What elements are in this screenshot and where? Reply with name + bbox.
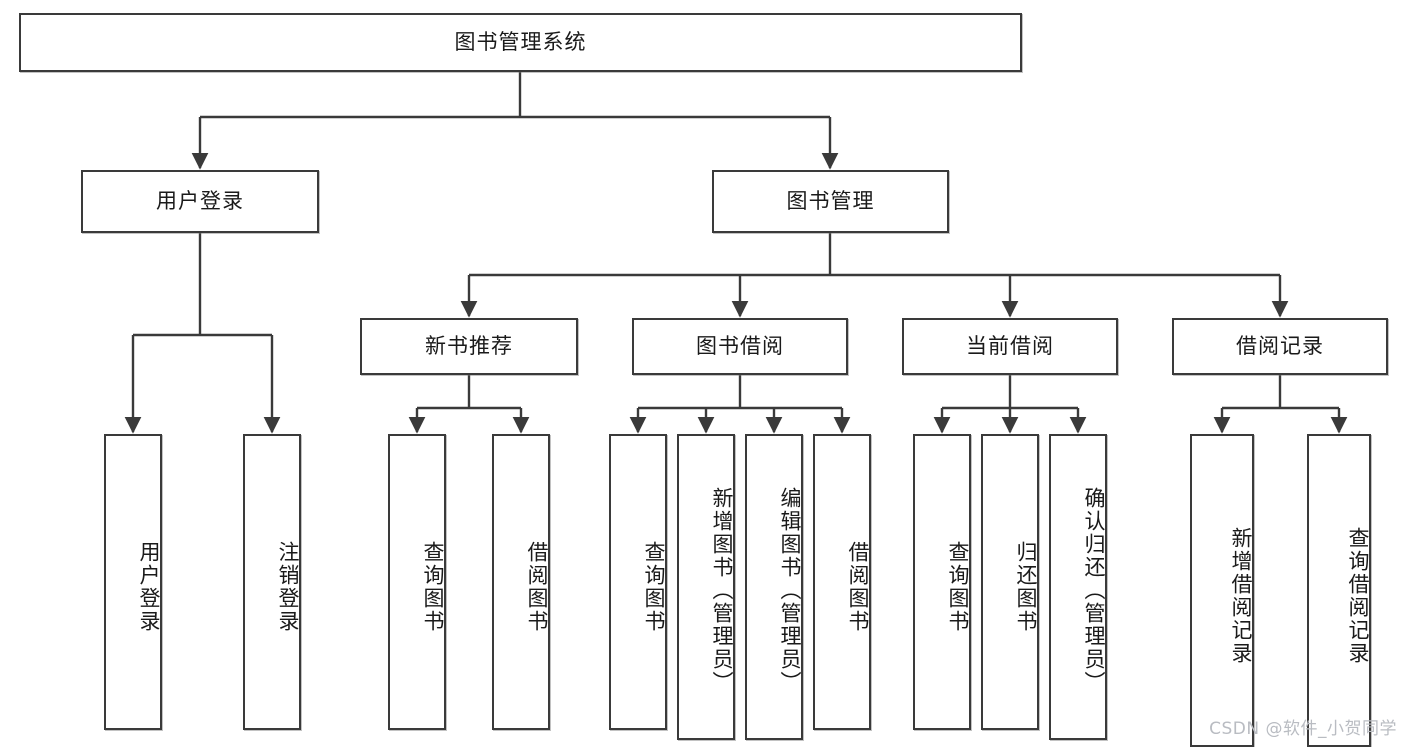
leaf-new-book-query[interactable]: 查询图书 — [388, 434, 446, 730]
node-book-management[interactable]: 图书管理 — [712, 170, 949, 233]
node-borrow-records[interactable]: 借阅记录 — [1172, 318, 1388, 375]
leaf-book-borrow-borrow[interactable]: 借阅图书 — [813, 434, 871, 730]
leaf-current-borrow-return[interactable]: 归还图书 — [981, 434, 1039, 730]
leaf-user-login-signin[interactable]: 用户登录 — [104, 434, 162, 730]
leaf-book-borrow-edit-admin[interactable]: 编辑图书（管理员） — [745, 434, 803, 740]
node-root-system[interactable]: 图书管理系统 — [19, 13, 1022, 72]
leaf-new-book-borrow[interactable]: 借阅图书 — [492, 434, 550, 730]
leaf-book-borrow-add-admin[interactable]: 新增图书（管理员） — [677, 434, 735, 740]
node-new-book-recommend[interactable]: 新书推荐 — [360, 318, 578, 375]
leaf-borrow-records-add[interactable]: 新增借阅记录 — [1190, 434, 1254, 747]
csdn-watermark: CSDN @软件_小贺同学 — [1209, 719, 1397, 739]
leaf-book-borrow-query[interactable]: 查询图书 — [609, 434, 667, 730]
node-user-login[interactable]: 用户登录 — [81, 170, 319, 233]
node-book-borrow[interactable]: 图书借阅 — [632, 318, 848, 375]
node-current-borrow[interactable]: 当前借阅 — [902, 318, 1118, 375]
leaf-user-login-signout[interactable]: 注销登录 — [243, 434, 301, 730]
leaf-current-borrow-confirm-admin[interactable]: 确认归还（管理员） — [1049, 434, 1107, 740]
leaf-borrow-records-query[interactable]: 查询借阅记录 — [1307, 434, 1371, 747]
leaf-current-borrow-query[interactable]: 查询图书 — [913, 434, 971, 730]
